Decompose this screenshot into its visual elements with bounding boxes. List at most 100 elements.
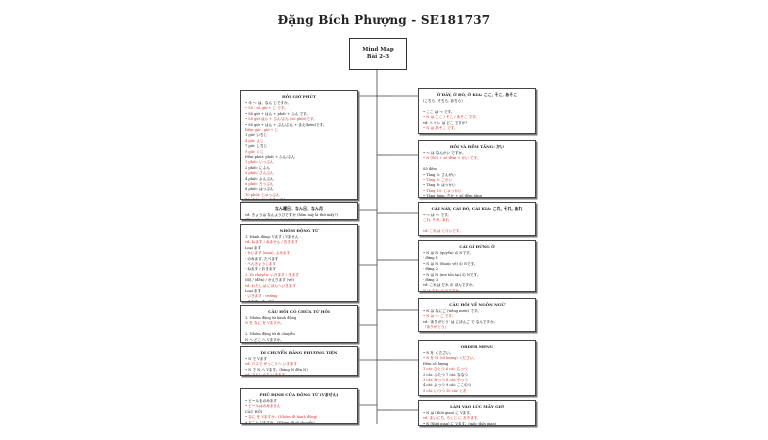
- node-line: • ～ は ～ です。: [423, 212, 451, 217]
- node-line: vd: わたしは にほんへいきます: [245, 283, 296, 288]
- node-line: • Số giờ + はん + ぶん/ぷん + まえ(kém)です。: [245, 122, 327, 127]
- node-line: これ, それ, あれ: [423, 218, 450, 223]
- node-title: CÂU HỎI VỀ NGÔN NGỮ: [449, 302, 505, 307]
- node-title: HỎI GIỜ PHÚT: [282, 94, 316, 99]
- node-line: vd: でんしゃで いきます: [245, 373, 286, 376]
- node-line: 4 cái: よっつ 9 cái: ここのつ: [423, 383, 472, 388]
- node-line: • Tầng 8: はっかい: [423, 183, 456, 188]
- root-node: Mind Map Bài 2-3: [349, 38, 407, 70]
- node-line: 4 phút: よんぷん: [245, 176, 274, 181]
- root-title: Mind Map: [362, 47, 394, 53]
- node-line: N を なに を Vますか。: [245, 321, 284, 326]
- node-line: Loại ます: [245, 245, 262, 250]
- node-line: - đứng 2: [423, 267, 439, 272]
- node-line: - べんきょうします: [245, 261, 277, 266]
- node-line: 5 cái: いつつ 10 cái: とお: [423, 388, 467, 393]
- node-line: • N は なにご (tiếng nước) です。: [423, 308, 481, 313]
- node-title: CÂU HỎI CÓ CHỨA TỪ HỎI: [268, 309, 330, 314]
- node-line: • Số giờ はん + ぷん/ぷん (số phút)です。: [245, 117, 317, 122]
- node-title: HỎI VÀ ĐẾM TẦNG: かい: [449, 144, 505, 149]
- node-line: 6 phút: ろっぷん: [245, 182, 274, 186]
- node-line: • Tầng 5: ごかい: [423, 177, 453, 182]
- node-line: vd: まいにち, ろくじ に おきます。: [423, 416, 481, 421]
- node-cai-gi-dung-o: CÁI GÌ ĐỨNG Ở• N は N (quyển) の Nです。 - đứn…: [418, 240, 536, 292]
- node-line: vd: バスで がっこうへ いきます: [245, 362, 298, 367]
- node-line: vd: きょうは なんようびですか (hôm nay là thứ mấy?): [245, 212, 338, 217]
- node-line: Số đếm: [423, 167, 437, 172]
- node-line: • N を N (số lượng) ください。: [423, 356, 477, 361]
- page-title: Đặng Bích Phượng - SE181737: [277, 13, 491, 27]
- node-line: 2. Di chuyển: いきます / きます: [245, 272, 299, 277]
- node-line: 1 cái: ひとつ 6 cái: むっつ: [423, 367, 468, 372]
- node-cau-hoi-ve-ngon-ngu: CÂU HỎI VỀ NGÔN NGỮ• N は なにご (tiếng nước…: [418, 298, 536, 332]
- node-line: 2 cái: ふたつ 7 cái: ななつ: [423, 372, 468, 377]
- node-line: • N は ここ / そこ / あそこ です。: [423, 115, 479, 120]
- node-line: N は だれ の Nですか。: [423, 288, 463, 292]
- node-line: • ここ は ～ です。: [423, 109, 455, 114]
- node-line: 1 phút: いっぷん: [245, 160, 274, 165]
- node-line: - のみます, たべます: [245, 256, 279, 261]
- node-line: 10 phút: じゅっぷん: [245, 192, 280, 197]
- node-line: • N を ください。: [423, 350, 454, 355]
- node-o-day-o-do: Ở ĐÂY, Ở ĐÓ, Ở KIA: ここ, そこ, あそこ(こちら, そちら…: [418, 88, 536, 134]
- node-line: • ビールをのみます: [245, 398, 278, 403]
- node-line: 8 phút: はっぷん: [245, 187, 274, 192]
- node-title: CÁI GÌ ĐỨNG Ở: [459, 244, 495, 249]
- node-line: (đi) / (đến) / かえります (về): [245, 278, 295, 283]
- node-line: 16 phút: じゅうろっぷん: [245, 198, 353, 199]
- node-line: • Số giờ + はん + phút + ふん です。: [245, 111, 310, 116]
- node-line: 1 giờ: いちじ: [245, 133, 268, 138]
- node-line: - いきます : trường: [245, 294, 278, 299]
- node-hoi-va-dem-tang: HỎI VÀ ĐẾM TẦNG: かい• ～ は なんかい ですか。• N (S…: [418, 140, 536, 198]
- node-line: - きます : địa điểm: [245, 299, 278, 302]
- node-line: CÂU HỎI: [245, 409, 263, 414]
- node-line: • Tầng 10: じゅっかい: [423, 188, 462, 193]
- node-line: • N は N (quyển) の Nです。: [423, 250, 473, 255]
- node-title: NHÓM ĐỘNG TỪ: [279, 228, 319, 233]
- node-line: (こちら, そちら, あちら): [423, 98, 463, 103]
- node-line: N へ どこ へ Vますか。: [245, 337, 284, 342]
- root-subtitle: Bài 2-3: [366, 54, 390, 60]
- node-line: 3 cái: みっつ 8 cái: やっつ: [423, 377, 468, 382]
- node-line: • Tầng hầm: ちか + số đếm tầng: [423, 194, 482, 198]
- node-title: DI CHUYỂN BẰNG PHƯƠNG TIỆN: [260, 350, 338, 355]
- node-line: 1. Hành động: Vます / Vません: [245, 234, 299, 239]
- node-line: Đếm phút: phút + ふん/ぷん: [245, 154, 295, 159]
- node-title: LÀM VÀO LÚC MẤY GIỜ: [450, 404, 504, 409]
- node-line: 9 giờ: くじ: [245, 149, 264, 154]
- node-line: 4 giờ: よじ: [245, 138, 264, 143]
- node-line: • どこへ Vますか。(Nhóm đt di chuyển): [245, 420, 315, 424]
- node-phu-dinh-dong-tu: PHỦ ĐỊNH CỦA ĐỘNG TỪ (Vません)• ビールをのみます• ビ…: [240, 388, 358, 424]
- node-title: Ở ĐÂY, Ở ĐÓ, Ở KIA: ここ, そこ, あそこ: [436, 92, 518, 97]
- node-line: 2. Nhóm động từ di chuyển: [245, 332, 295, 337]
- node-line: 2 phút: にふん: [245, 165, 270, 170]
- node-line: - ねます / おきます: [245, 267, 277, 272]
- node-line: • N で N へ Vます。(bằng N đến N): [245, 367, 308, 372]
- node-lam-vao-luc-may-gio: LÀM VÀO LÚC MẤY GIỜ• N は (thời gian) に V…: [418, 400, 536, 426]
- node-line: • 今 ～ は、なん じですか。: [245, 100, 292, 105]
- node-line: Đếm số lượng: [423, 361, 449, 366]
- node-line: vd: これは とけいです。: [423, 229, 463, 234]
- node-title: ORDER MENU: [460, 344, 494, 349]
- node-line: - かいます (mua), よみます: [245, 251, 291, 256]
- node-line: 1. Nhóm động từ hành động: [245, 315, 297, 320]
- node-line: • なに を Vますか。(Nhóm đt hành động): [245, 415, 318, 420]
- node-line: • Tầng 3: さんがい: [423, 172, 456, 177]
- node-title: CÁI NÀY, CÁI ĐÓ, CÁI KIA: これ, それ, あれ: [431, 206, 523, 211]
- node-line: vd: 'ありがとう' は にほんご で なんですか。: [423, 319, 498, 324]
- node-line: • N (thời gian) に Vます。(mốc thời gian): [423, 421, 497, 426]
- node-line: - đứng 3: [423, 277, 439, 282]
- node-line: (Thứ tiếng Nhật: ...かようび → 2 thứ): [245, 218, 353, 219]
- node-cai-nay-cai-do: CÁI NÀY, CÁI ĐÓ, CÁI KIA: これ, それ, あれ• ～ …: [418, 202, 536, 236]
- node-line: vd: これは だれ の ほんですか。: [423, 283, 476, 288]
- node-line: • ビールはのみません: [245, 404, 281, 409]
- node-line: vd: トイレ は どこ ですか?: [423, 120, 468, 125]
- node-line: • N は N (nơi tồn tại) の Nです。: [423, 272, 481, 277]
- node-line: 3 phút: さんぷん: [245, 171, 274, 176]
- node-line: • N は N (thuộc về) の Nです。: [423, 261, 478, 266]
